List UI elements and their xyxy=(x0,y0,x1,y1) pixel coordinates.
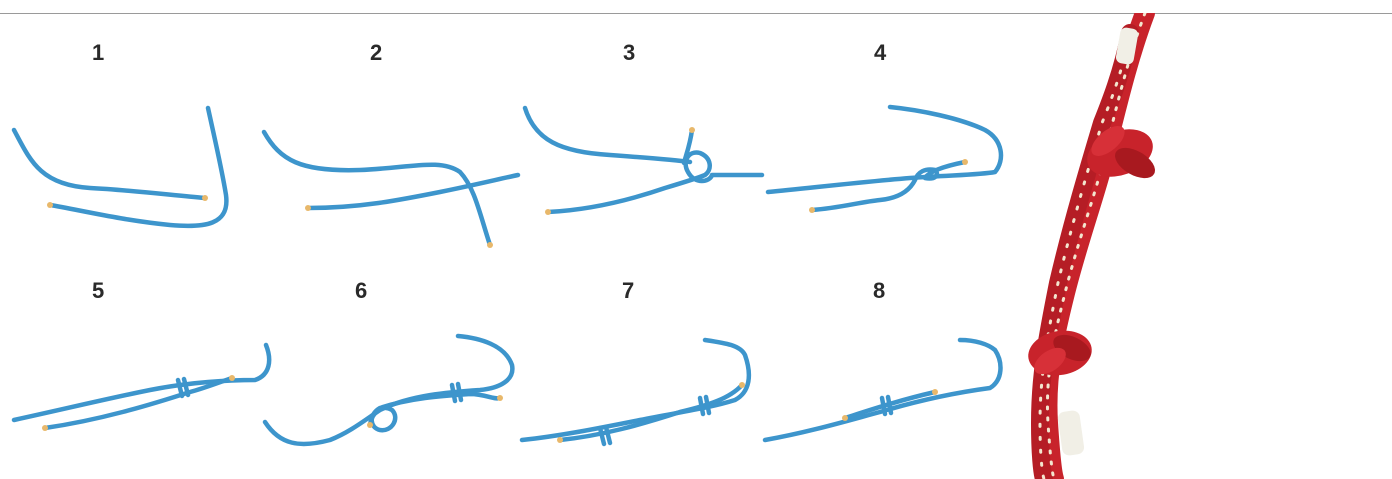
step-1-rope xyxy=(14,108,226,226)
lower-tape-end xyxy=(1057,410,1085,457)
step-7-rope xyxy=(522,340,749,444)
step-3-rope xyxy=(525,108,762,212)
climbing-rope-photo xyxy=(1010,13,1182,479)
step-5-rope xyxy=(14,345,269,428)
step-8-rope xyxy=(765,340,1000,440)
step-2-rope xyxy=(264,132,518,245)
step-4-rope xyxy=(768,107,1001,210)
step-6-rope xyxy=(265,336,512,444)
knot-steps-diagram xyxy=(0,0,1010,479)
